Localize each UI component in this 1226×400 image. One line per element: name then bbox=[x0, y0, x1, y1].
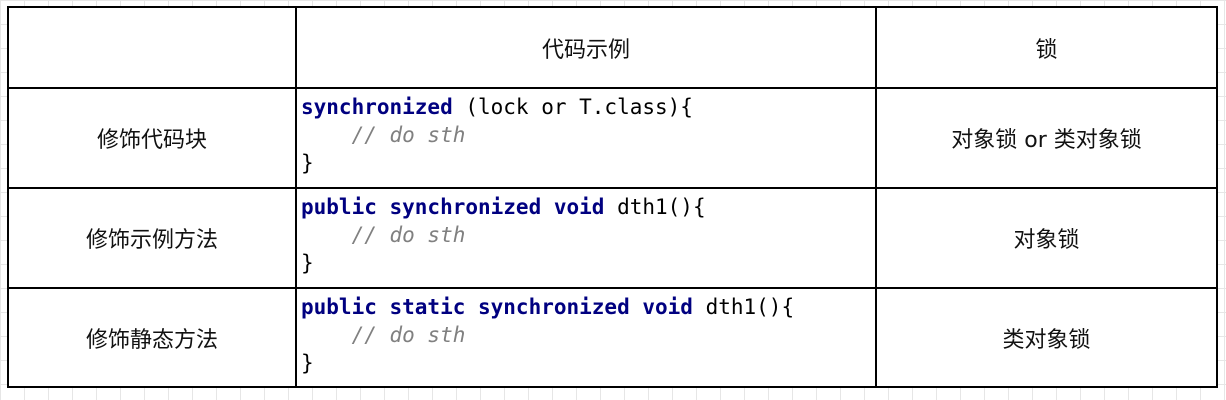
code-keyword: public synchronized void bbox=[301, 195, 605, 219]
code-example-static-method: public static synchronized void dth1(){ … bbox=[297, 289, 877, 386]
row-label-static-method: 修饰静态方法 bbox=[9, 289, 297, 386]
header-lock: 锁 bbox=[877, 8, 1216, 89]
code-closing-brace: } bbox=[301, 351, 314, 375]
code-comment: // do sth bbox=[301, 223, 466, 247]
code-comment: // do sth bbox=[301, 123, 466, 147]
code-keyword: synchronized bbox=[301, 95, 453, 119]
row-label-code-block: 修饰代码块 bbox=[9, 89, 297, 189]
code-text: dth1(){ bbox=[604, 195, 706, 219]
code-text: (lock or T.class){ bbox=[452, 95, 693, 119]
code-line-1: public static synchronized void dth1(){ bbox=[301, 293, 794, 321]
code-closing-brace: } bbox=[301, 151, 314, 175]
code-closing-brace: } bbox=[301, 251, 314, 275]
code-line-1: public synchronized void dth1(){ bbox=[301, 193, 706, 221]
header-code-example: 代码示例 bbox=[297, 8, 877, 89]
lock-type-static-method: 类对象锁 bbox=[1002, 327, 1091, 353]
lock-type-code-block: 对象锁 or 类对象锁 bbox=[877, 89, 1216, 189]
row-label-instance-method: 修饰示例方法 bbox=[9, 189, 297, 289]
lock-type-instance-method: 对象锁 bbox=[877, 189, 1216, 289]
code-text: dth1(){ bbox=[692, 295, 795, 319]
code-comment: // do sth bbox=[301, 323, 466, 347]
code-example-instance-method: public synchronized void dth1(){ // do s… bbox=[297, 189, 877, 289]
header-row-label bbox=[9, 8, 297, 89]
code-example-code-block: synchronized (lock or T.class){ // do st… bbox=[297, 89, 877, 189]
lock-table: 代码示例 锁 修饰代码块 synchronized (lock or T.cla… bbox=[7, 6, 1218, 388]
code-keyword: public static synchronized void bbox=[301, 295, 693, 319]
code-line-1: synchronized (lock or T.class){ bbox=[301, 93, 693, 121]
